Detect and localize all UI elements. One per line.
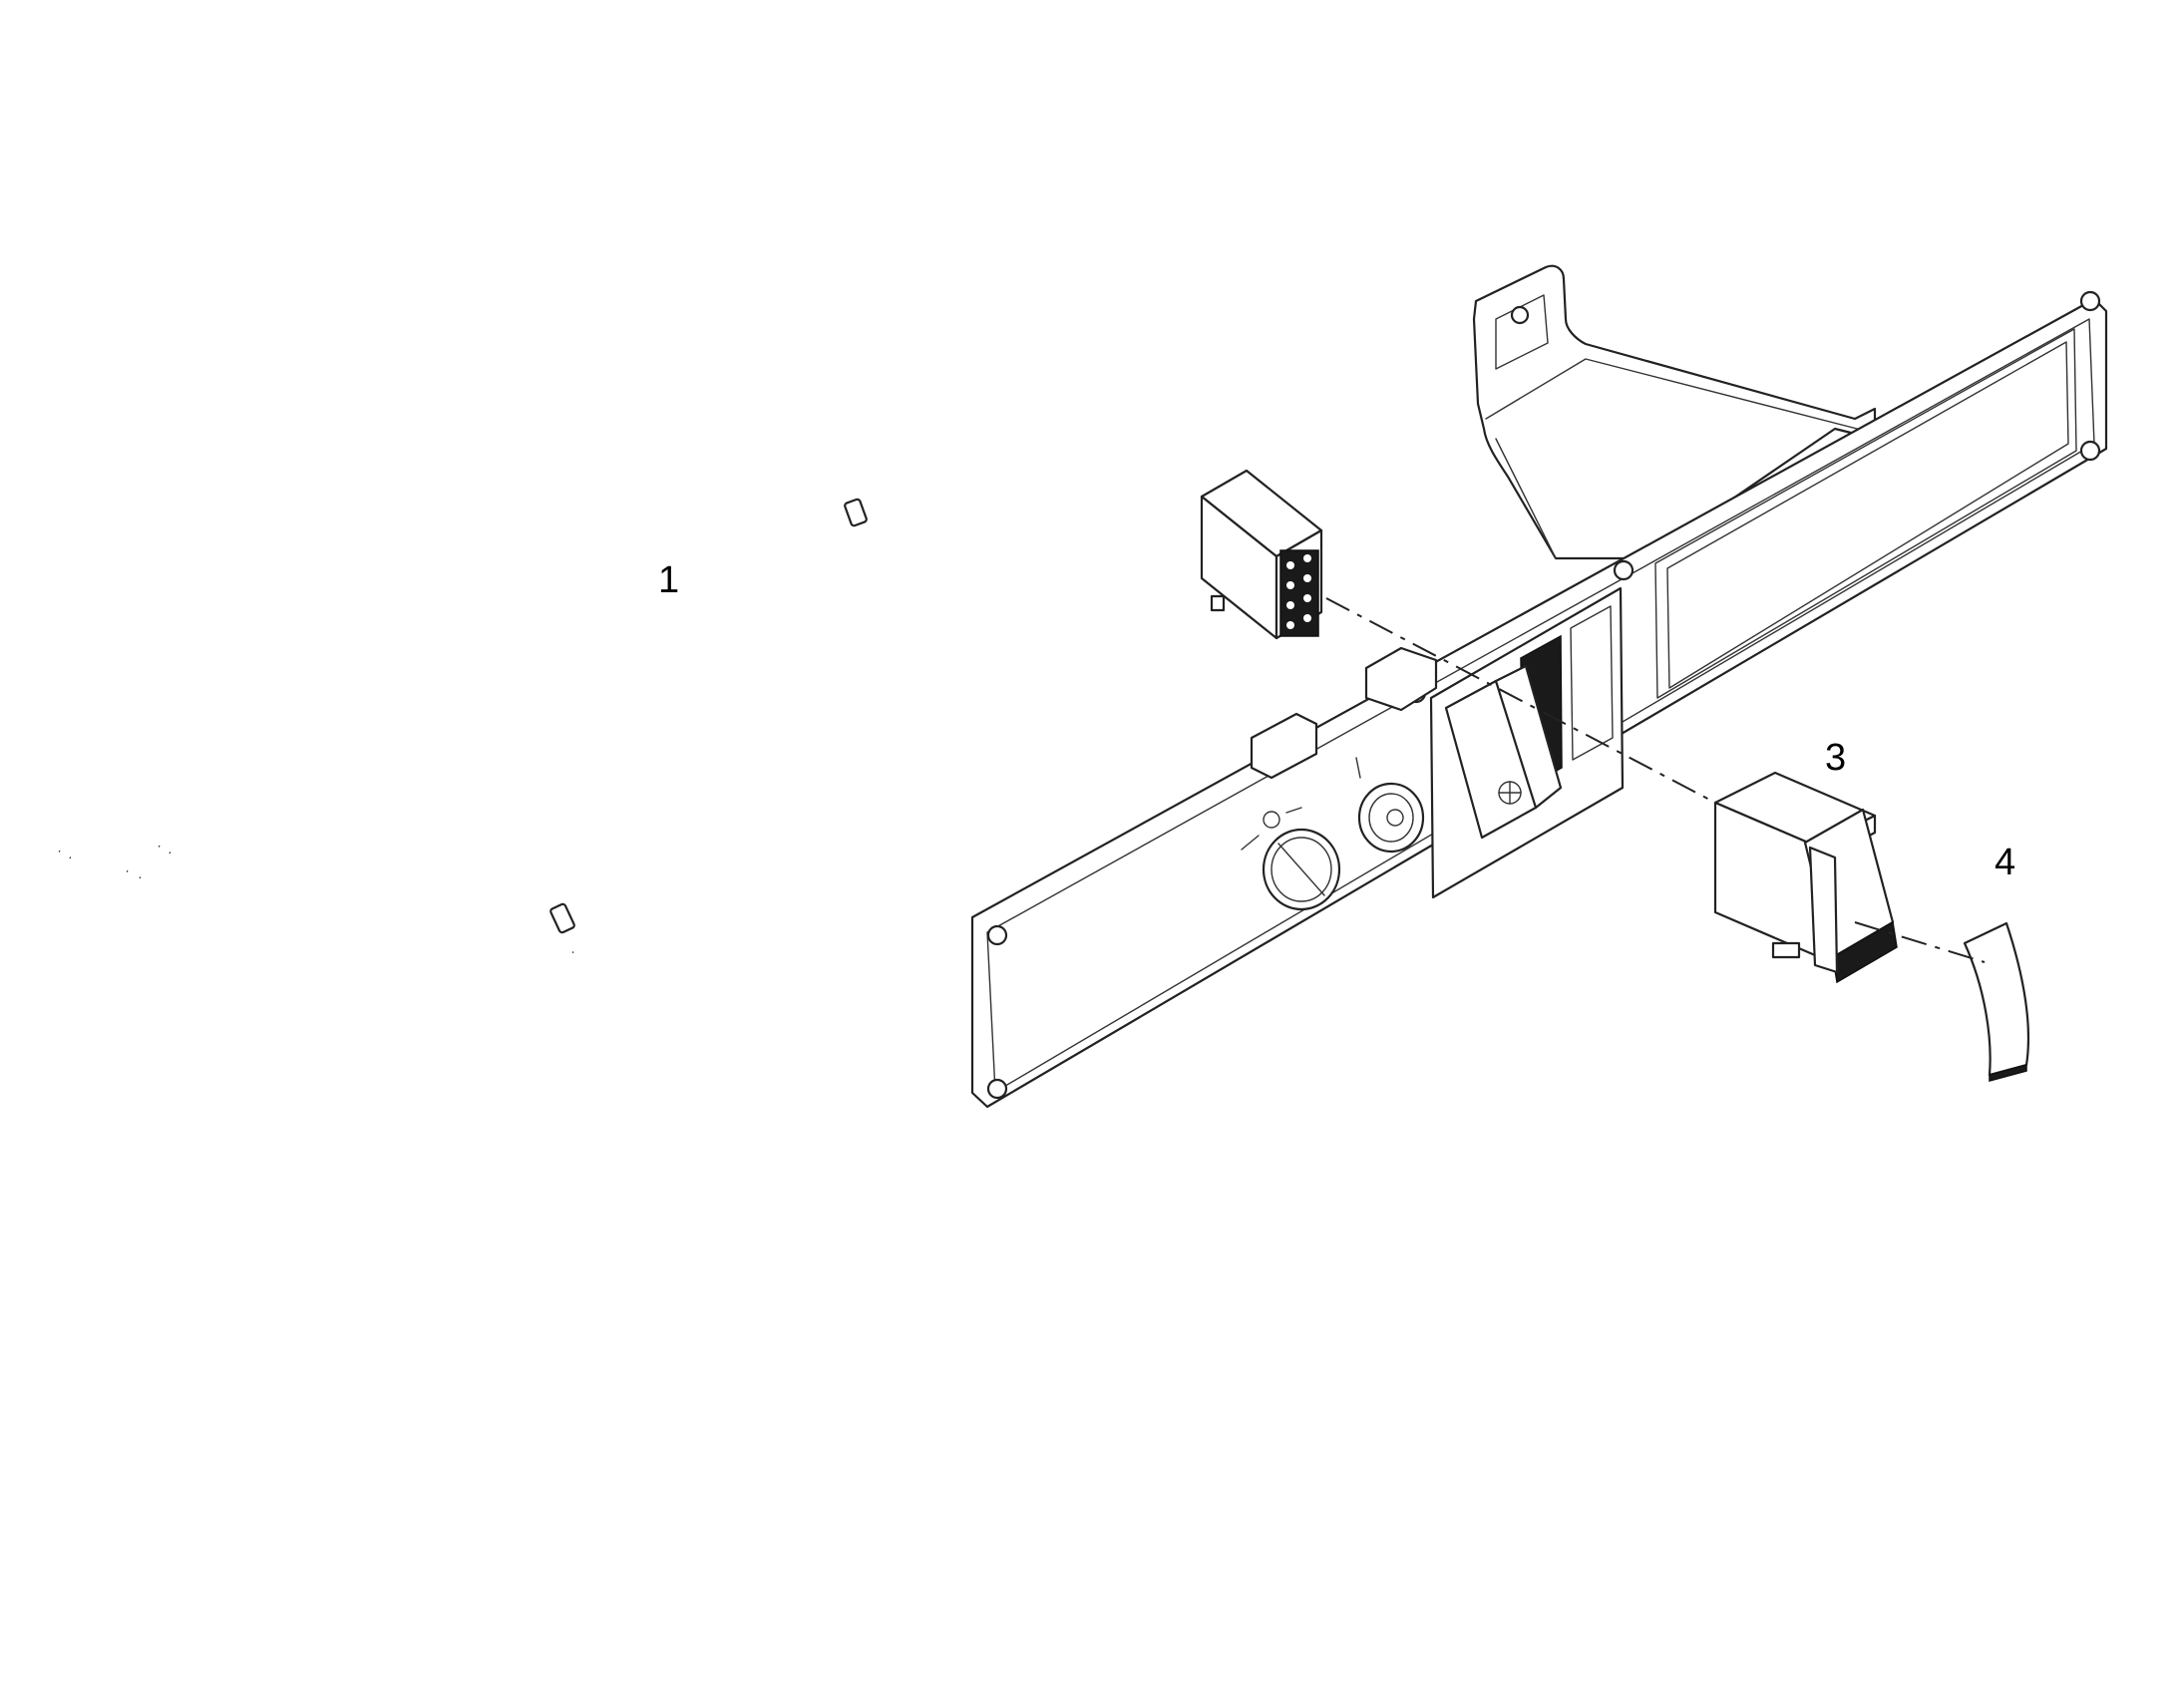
rocker-switch	[1713, 771, 1898, 984]
panel-blank-label	[1654, 328, 2077, 699]
installed-rocker-switch	[1444, 664, 1563, 840]
callout-3: 3	[1825, 737, 1846, 779]
plate-screw-hole	[2079, 290, 2101, 312]
plate-screw-hole	[1613, 559, 1635, 581]
wire-terminals	[58, 844, 172, 880]
assembly-lines	[1325, 597, 1986, 963]
fan-speed-knob	[1355, 757, 1425, 854]
plate-screw-hole	[986, 924, 1008, 946]
bracket-hole	[1510, 305, 1530, 325]
fan-icon	[1386, 809, 1404, 827]
harness-wires	[68, 410, 1209, 992]
plate-screw-hole	[2079, 440, 2101, 462]
control-panel-plate	[970, 290, 2108, 1109]
cable-tie	[844, 498, 868, 527]
callout-1: 1	[658, 559, 679, 601]
plate-screw-hole	[986, 1078, 1008, 1100]
rear-terminal-block	[1250, 712, 1318, 780]
switch-legend-cap	[1963, 921, 2030, 1082]
connector-pin-grid	[1279, 549, 1319, 637]
temperature-scale-icon	[1263, 811, 1280, 829]
wire-harness	[58, 410, 1323, 992]
rear-relay	[1364, 646, 1438, 712]
mounting-bracket	[1472, 264, 1877, 560]
cable-tie	[549, 902, 575, 934]
temperature-knob	[1241, 807, 1341, 911]
harness-connector	[1200, 469, 1323, 640]
callout-4: 4	[1995, 842, 2015, 883]
rocker-switch-actuator	[1803, 808, 1898, 984]
